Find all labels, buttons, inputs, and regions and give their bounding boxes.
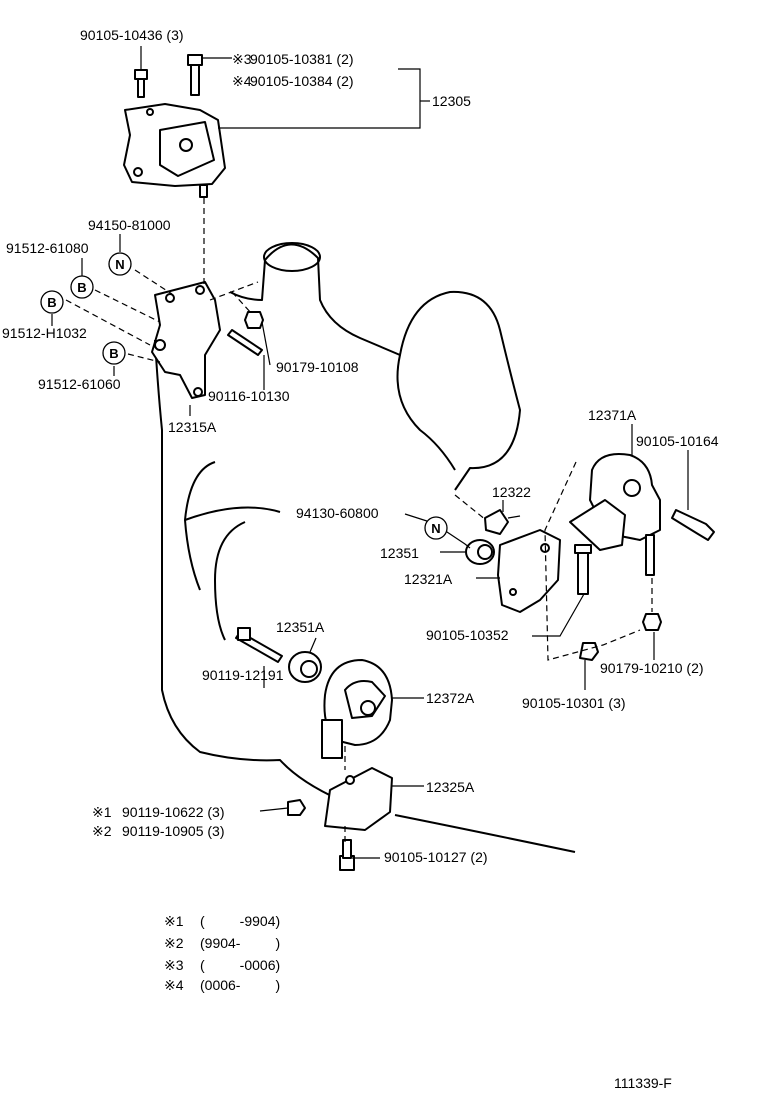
label-90105-10436: 90105-10436 (3) (80, 27, 184, 43)
nut-90179-10108-icon (244, 311, 264, 329)
label-90105-10381: 90105-10381 (2) (250, 51, 354, 67)
label-90119-10622: 90119-10622 (3) (122, 804, 224, 820)
label-91512-61080: 91512-61080 (6, 240, 89, 256)
bracket-12315A-icon (151, 281, 221, 399)
badge-n-right: N (424, 516, 448, 540)
label-94150-81000: 94150-81000 (88, 217, 171, 233)
label-12372A: 12372A (426, 690, 475, 706)
dashed-assembly-lines (65, 198, 653, 842)
label-12305: 12305 (432, 93, 471, 109)
label-94130-60800: 94130-60800 (296, 505, 379, 521)
note-mark-3: ※3 (164, 957, 184, 973)
label-90119-12191: 90119-12191 (202, 667, 284, 683)
label-90105-10127: 90105-10127 (2) (384, 849, 488, 865)
note-text-4: (0006- ) (200, 977, 280, 993)
bolt-90105-10164-icon (671, 509, 715, 541)
bracket-12325A-icon (324, 767, 393, 831)
bracket-12321A-icon (497, 529, 561, 613)
badge-n-top: N (108, 252, 132, 276)
bolt-90105-10381-icon (187, 54, 203, 96)
label-91512-61060: 91512-61060 (38, 376, 121, 392)
label-90179-10210: 90179-10210 (2) (600, 660, 704, 676)
label-12351A: 12351A (276, 619, 325, 635)
marker-3: ※3 (232, 51, 252, 67)
bolt-90105-10301-icon (579, 642, 599, 661)
leader-lines (51, 46, 689, 859)
note-mark-1: ※1 (164, 913, 184, 929)
label-91512-H1032: 91512-H1032 (2, 325, 87, 341)
engine-outline (154, 242, 576, 853)
svg-text:B: B (77, 280, 86, 295)
part-labels: 90105-10436 (3) ※3 90105-10381 (2) ※4 90… (2, 27, 719, 865)
note-text-3: ( -0006) (200, 957, 280, 973)
stopper-12351-icon (465, 539, 495, 565)
badge-b-middle: B (40, 290, 64, 314)
bolt-90119-12191-icon (235, 627, 283, 663)
bracket-12322-icon (484, 509, 509, 535)
note-mark-4: ※4 (164, 977, 184, 993)
note-text-1: ( -9904) (200, 913, 280, 929)
label-12371A: 12371A (588, 407, 637, 423)
mount-12305-icon (123, 103, 226, 198)
svg-text:N: N (115, 257, 124, 272)
label-12351: 12351 (380, 545, 419, 561)
mount-12371A-icon (569, 453, 661, 576)
label-90105-10301: 90105-10301 (3) (522, 695, 626, 711)
stud-90116-10130-icon (227, 329, 263, 356)
label-90179-10108: 90179-10108 (276, 359, 359, 375)
footnotes: ※1 ( -9904) ※2 (9904- ) ※3 ( -0006) ※4 (… (164, 913, 280, 993)
nut-90179-10210-icon (642, 613, 662, 631)
label-90105-10164: 90105-10164 (636, 433, 719, 449)
label-90105-10352: 90105-10352 (426, 627, 509, 643)
svg-text:N: N (431, 521, 440, 536)
label-90119-10905: 90119-10905 (3) (122, 823, 224, 839)
badge-b-lower: B (102, 341, 126, 365)
marker-4: ※4 (232, 73, 252, 89)
bolt-90105-10127-icon (339, 839, 355, 871)
bolt-90105-10436-icon (134, 69, 148, 98)
label-90116-10130: 90116-10130 (208, 388, 290, 404)
bolt-90105-10352-icon (574, 544, 592, 595)
marker-1: ※1 (92, 804, 112, 820)
label-12325A: 12325A (426, 779, 475, 795)
marker-2: ※2 (92, 823, 112, 839)
svg-text:B: B (47, 295, 56, 310)
note-mark-2: ※2 (164, 935, 184, 951)
stopper-12351A-icon (288, 651, 322, 683)
note-text-2: (9904- ) (200, 935, 280, 951)
diagram-id: 111339-F (614, 1075, 672, 1091)
label-12321A: 12321A (404, 571, 453, 587)
svg-text:B: B (109, 346, 118, 361)
label-90105-10384: 90105-10384 (2) (250, 73, 354, 89)
mount-12372A-icon (321, 659, 393, 759)
label-12315A: 12315A (168, 419, 217, 435)
bolt-90119-10622-icon (287, 799, 306, 816)
badge-b-upper: B (70, 275, 94, 299)
label-12322: 12322 (492, 484, 531, 500)
